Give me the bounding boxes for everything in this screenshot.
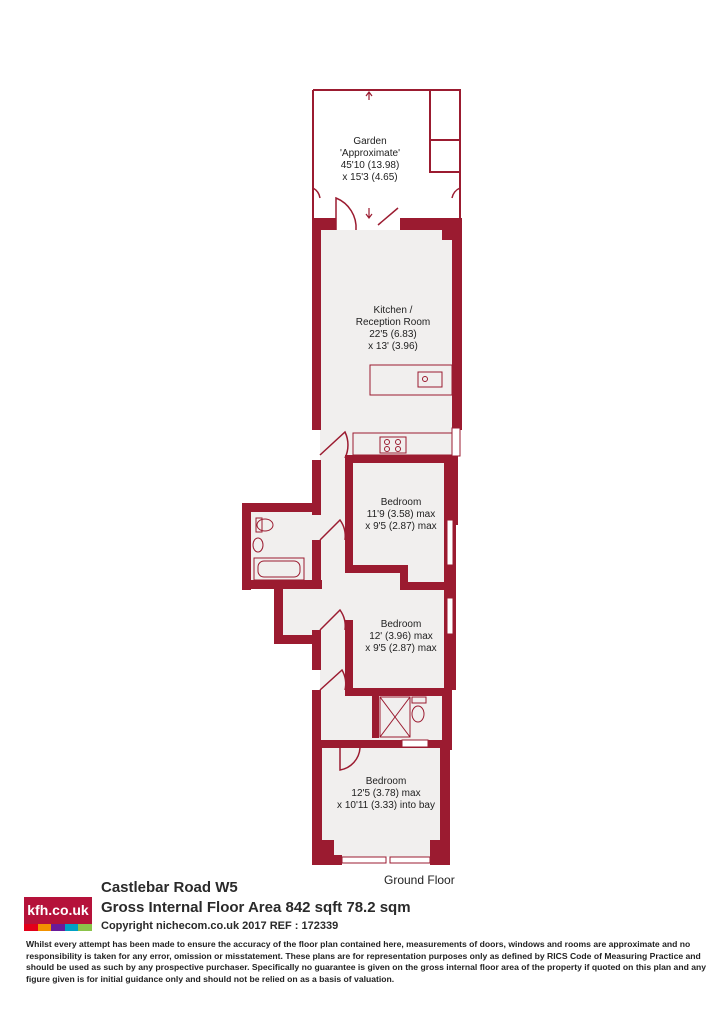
logo-strip-4 — [65, 924, 78, 931]
floor-plan — [242, 89, 462, 865]
kitchen-fittings — [352, 364, 453, 456]
logo-strip-2 — [38, 924, 51, 931]
garden-arrow-icon — [365, 91, 373, 100]
floor-fill — [250, 230, 452, 857]
floor-area: Gross Internal Floor Area 842 sqft 78.2 … — [101, 899, 411, 916]
bay-window — [341, 856, 431, 864]
walls — [242, 218, 462, 865]
room-label-bedroom-1: Bedroom 11'9 (3.58) max x 9'5 (2.87) max — [365, 497, 437, 532]
floor-label: Ground Floor — [384, 873, 455, 887]
room-label-bedroom-3: Bedroom 12'5 (3.78) max x 10'11 (3.33) i… — [337, 776, 435, 811]
doors — [312, 187, 461, 771]
disclaimer-text: Whilst every attempt has been made to en… — [26, 939, 707, 984]
garden-area — [312, 89, 461, 220]
logo-strip-1 — [24, 924, 38, 931]
logo-background — [24, 897, 92, 924]
entry-arrow-icon — [365, 208, 373, 219]
logo-text: kfh.co.uk — [27, 902, 89, 918]
room-label-garden: Garden 'Approximate' 45'10 (13.98) x 15'… — [340, 136, 400, 183]
copyright-text: Copyright nichecom.co.uk 2017 REF : 1723… — [101, 920, 339, 932]
brand-logo[interactable]: kfh.co.uk — [24, 897, 92, 931]
room-label-bedroom-2: Bedroom 12' (3.96) max x 9'5 (2.87) max — [365, 619, 437, 654]
logo-strip-3 — [51, 924, 65, 931]
property-title: Castlebar Road W5 — [101, 879, 238, 896]
side-windows — [401, 427, 461, 748]
bathroom-fittings — [252, 517, 427, 738]
logo-strip-5 — [78, 924, 92, 931]
room-label-kitchen: Kitchen / Reception Room 22'5 (6.83) x 1… — [355, 305, 431, 352]
